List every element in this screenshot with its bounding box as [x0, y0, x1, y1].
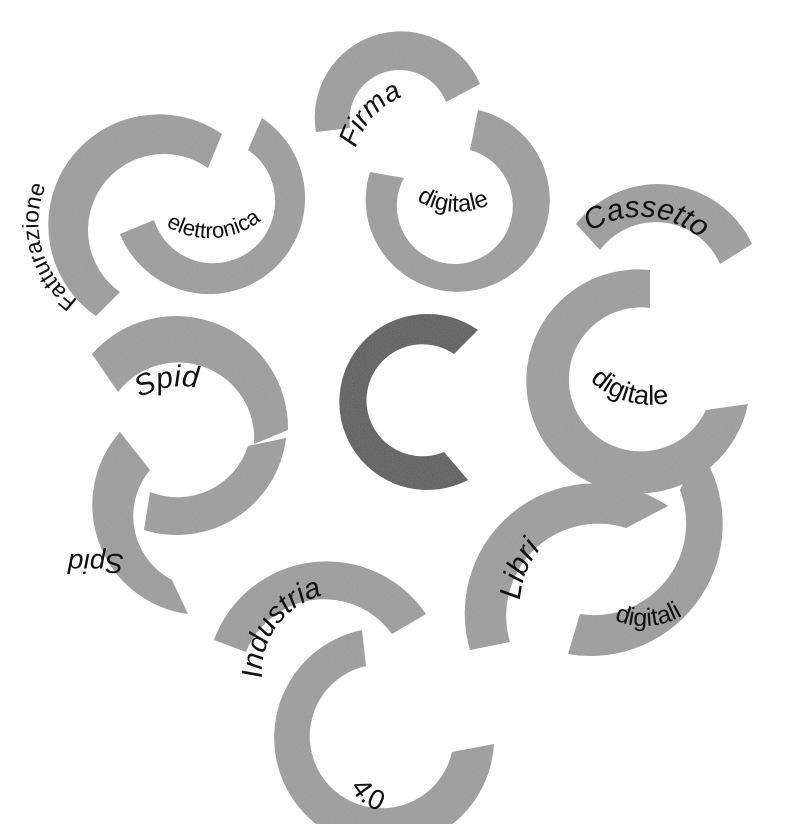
label-elettronica: elettronica — [163, 203, 265, 243]
cluster-firma — [315, 31, 550, 291]
label-firma-digitale: digitale — [414, 182, 492, 218]
label-cassetto-digitale: digitale — [586, 362, 670, 411]
arc-firma-upper — [315, 31, 480, 132]
arc-spid-link — [144, 438, 286, 535]
center-c-mark — [339, 314, 478, 490]
cluster-cassetto — [526, 184, 752, 493]
label-spid-bottom: Spid — [67, 548, 124, 579]
